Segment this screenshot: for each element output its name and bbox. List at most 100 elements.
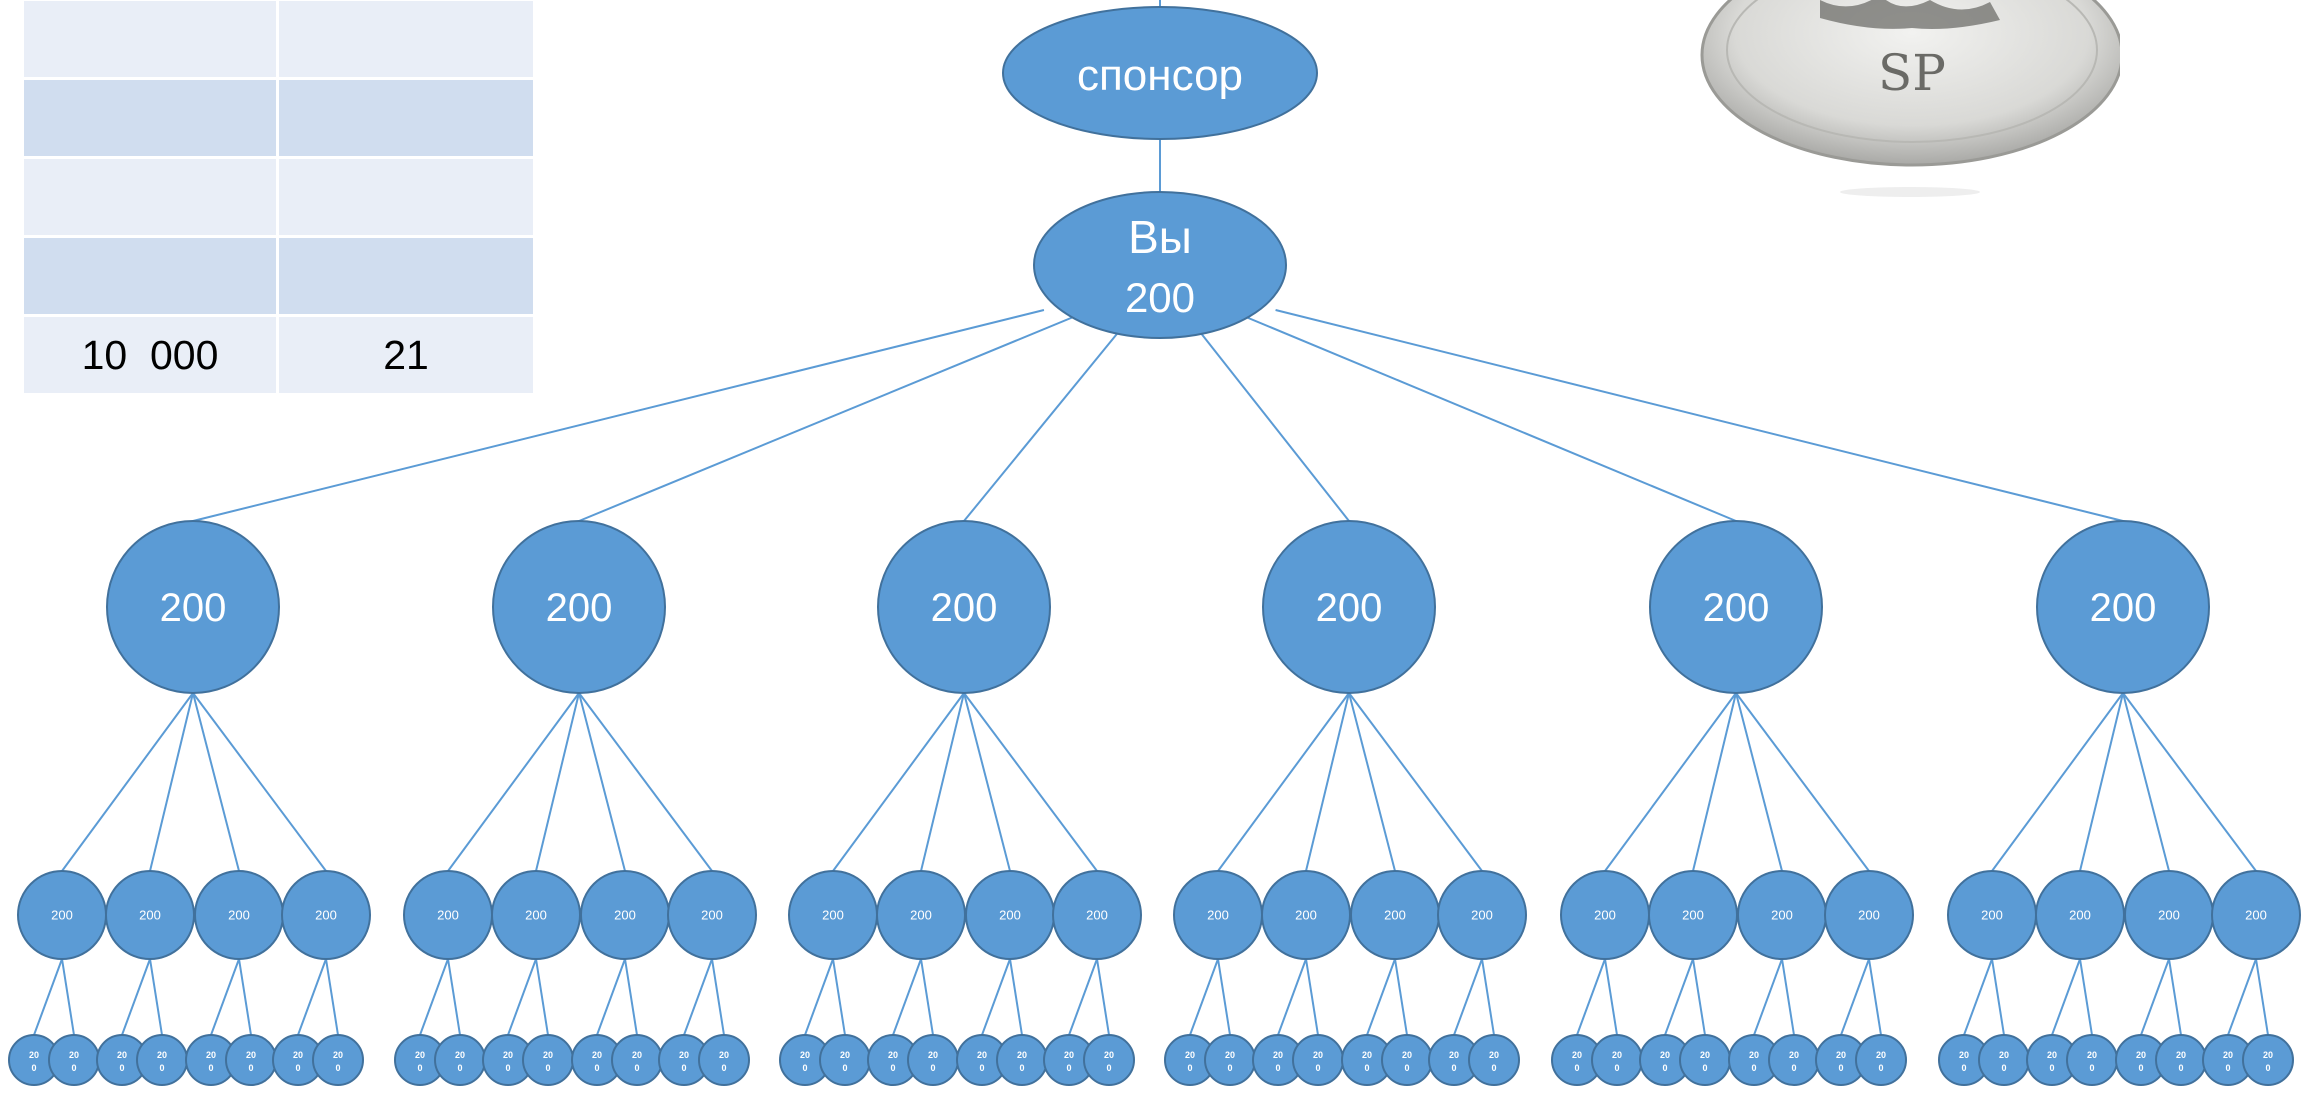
tree-edge (447, 958, 461, 1036)
tree-edge (2079, 692, 2124, 872)
level3-node-label: 20 (246, 1050, 256, 1060)
level2-node-label: 200 (1207, 908, 1229, 923)
tree-edge (2140, 958, 2170, 1036)
level2-node-label: 200 (525, 908, 547, 923)
sponsor-label: спонсор (1077, 51, 1243, 100)
level2-node-label: 200 (2158, 908, 2180, 923)
level3-node-label: 0 (1227, 1063, 1232, 1073)
level3-node-label: 20 (1017, 1050, 1027, 1060)
level1-node: 200 (106, 520, 280, 694)
level3-node-label: 20 (1999, 1050, 2009, 1060)
level2-node: 200 (2035, 870, 2125, 960)
level3-node: 200 (1768, 1034, 1820, 1086)
tree-edge (121, 958, 151, 1036)
table-cell (21, 235, 279, 317)
level3-node-label: 20 (719, 1050, 729, 1060)
level3-node-label: 0 (31, 1063, 36, 1073)
level2-node: 200 (1648, 870, 1738, 960)
level3-node: 200 (1551, 1034, 1603, 1086)
level2-node-circle (281, 870, 371, 960)
tree-edge (297, 958, 327, 1036)
tree-edge (683, 958, 713, 1036)
level3-node-circle (611, 1034, 663, 1086)
level3-node-label: 0 (71, 1063, 76, 1073)
table-row: 10 000 21 (21, 314, 536, 396)
level3-node-label: 20 (1313, 1050, 1323, 1060)
tree-edge (33, 958, 63, 1036)
level2-node: 200 (1824, 870, 1914, 960)
level3-node-label: 20 (2136, 1050, 2146, 1060)
level2-node-label: 200 (139, 908, 161, 923)
level3-node-circle (2155, 1034, 2207, 1086)
tree-edge (1735, 692, 1783, 872)
level3-node-circle (1855, 1034, 1907, 1086)
level2-node: 200 (17, 870, 107, 960)
tree-edge (963, 692, 1011, 872)
level3-node-label: 0 (457, 1063, 462, 1073)
level3-node-circle (1204, 1034, 1256, 1086)
you-value: 200 (1125, 274, 1195, 321)
level2-node: 200 (788, 870, 878, 960)
level3-node-label: 20 (1273, 1050, 1283, 1060)
tree-edge (1096, 958, 1110, 1036)
level3-node-circle (996, 1034, 1048, 1086)
level2-node-label: 200 (1682, 908, 1704, 923)
level2-node-circle (1824, 870, 1914, 960)
level3-node: 200 (8, 1034, 60, 1086)
level2-node-label: 200 (1981, 908, 2003, 923)
level3-node-label: 20 (415, 1050, 425, 1060)
level3-node-label: 0 (634, 1063, 639, 1073)
level3-node: 200 (1204, 1034, 1256, 1086)
tree-edge (535, 958, 549, 1036)
level3-node-label: 0 (1066, 1063, 1071, 1073)
level2-node: 200 (876, 870, 966, 960)
level3-node-label: 0 (1404, 1063, 1409, 1073)
level3-node-circle (312, 1034, 364, 1086)
level3-node-label: 20 (69, 1050, 79, 1060)
level2-node: 200 (1947, 870, 2037, 960)
tree-edge (447, 692, 580, 872)
level3-node-label: 20 (1749, 1050, 1759, 1060)
tree-edges (33, 0, 2269, 1036)
level3-node-label: 20 (117, 1050, 127, 1060)
level3-node-label: 0 (159, 1063, 164, 1073)
level3-node-circle (522, 1034, 574, 1086)
tree-edge (1604, 958, 1618, 1036)
level3-node: 200 (2066, 1034, 2118, 1086)
level3-node: 200 (2155, 1034, 2207, 1086)
tree-edge (1189, 958, 1219, 1036)
level2-node: 200 (1560, 870, 1650, 960)
level3-node-label: 0 (2178, 1063, 2183, 1073)
level3-node: 200 (1083, 1034, 1135, 1086)
tree-edge (2168, 958, 2182, 1036)
level2-node: 200 (1350, 870, 1440, 960)
level2-node-label: 200 (1086, 908, 1108, 923)
level2-node-label: 200 (1594, 908, 1616, 923)
level3-node-label: 0 (119, 1063, 124, 1073)
level3-node-label: 0 (2138, 1063, 2143, 1073)
tree-edge (1453, 958, 1483, 1036)
level2-node: 200 (194, 870, 284, 960)
level2-node-label: 200 (701, 908, 723, 923)
level3-node-label: 0 (890, 1063, 895, 1073)
level2-node: 200 (2211, 870, 2301, 960)
tree-edge (1217, 692, 1350, 872)
level3-node-label: 0 (208, 1063, 213, 1073)
level2-node: 200 (1173, 870, 1263, 960)
level3-node-label: 0 (1019, 1063, 1024, 1073)
level3-node: 200 (48, 1034, 100, 1086)
tree-edge (2122, 692, 2170, 872)
tree-edge (804, 958, 834, 1036)
level3-node-label: 20 (157, 1050, 167, 1060)
tree-edge (1991, 958, 2005, 1036)
level3-node-label: 20 (333, 1050, 343, 1060)
level3-node-circle (698, 1034, 750, 1086)
level3-node: 200 (434, 1034, 486, 1086)
level3-node-label: 20 (1449, 1050, 1459, 1060)
tree-edge (61, 958, 75, 1036)
you-label: Вы (1128, 211, 1192, 263)
level3-node-label: 20 (1789, 1050, 1799, 1060)
level3-node-label: 0 (1315, 1063, 1320, 1073)
level2-node-label: 200 (1384, 908, 1406, 923)
level3-node-label: 0 (248, 1063, 253, 1073)
